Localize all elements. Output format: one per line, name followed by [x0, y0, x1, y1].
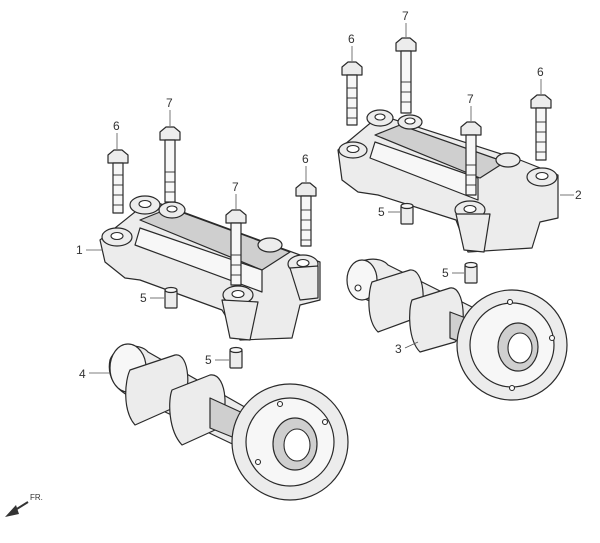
sprocket-left — [231, 383, 349, 501]
dowel-pin-c — [400, 202, 414, 225]
callout-bolt-long-a: 7 — [166, 96, 173, 110]
callout-pin-b: 5 — [205, 353, 212, 367]
callout-bolt-short-d: 6 — [537, 65, 544, 79]
callout-pin-a: 5 — [140, 291, 147, 305]
dowel-pin-b — [229, 346, 243, 369]
bolt-long-d — [460, 121, 482, 196]
bolt-short-d — [530, 94, 552, 161]
camshaft-right — [346, 258, 568, 401]
bolt-short-b — [295, 182, 317, 247]
bolt-short-c — [341, 61, 363, 126]
arrow-head-icon — [5, 505, 19, 517]
bolt-long-a — [159, 126, 181, 203]
bolt-long-c — [395, 37, 417, 114]
callout-bolt-long-c: 7 — [402, 9, 409, 23]
callout-holder-left: 1 — [76, 243, 83, 257]
callout-pin-d: 5 — [442, 266, 449, 280]
callout-bolt-long-d: 7 — [467, 92, 474, 106]
leader-lines — [86, 23, 574, 374]
bolt-long-b — [225, 209, 247, 286]
front-label: FR. — [30, 493, 43, 502]
camshaft-holder-left — [99, 195, 321, 341]
callout-holder-right: 2 — [575, 188, 582, 202]
callout-bolt-short-a: 6 — [113, 119, 120, 133]
camshaft-left — [108, 343, 349, 501]
callout-camshaft-left: 4 — [79, 367, 86, 381]
callout-bolt-long-b: 7 — [232, 180, 239, 194]
callout-camshaft-right: 3 — [395, 342, 402, 356]
callout-bolt-short-c: 6 — [348, 32, 355, 46]
camshaft-holder-right — [337, 109, 559, 253]
front-arrow: FR. — [5, 493, 43, 517]
dowel-pin-a — [164, 286, 178, 309]
callout-pin-c: 5 — [378, 205, 385, 219]
callout-bolt-short-b: 6 — [302, 152, 309, 166]
bolt-short-a — [107, 149, 129, 214]
dowel-pin-d — [464, 261, 478, 284]
sprocket-right — [456, 289, 568, 401]
